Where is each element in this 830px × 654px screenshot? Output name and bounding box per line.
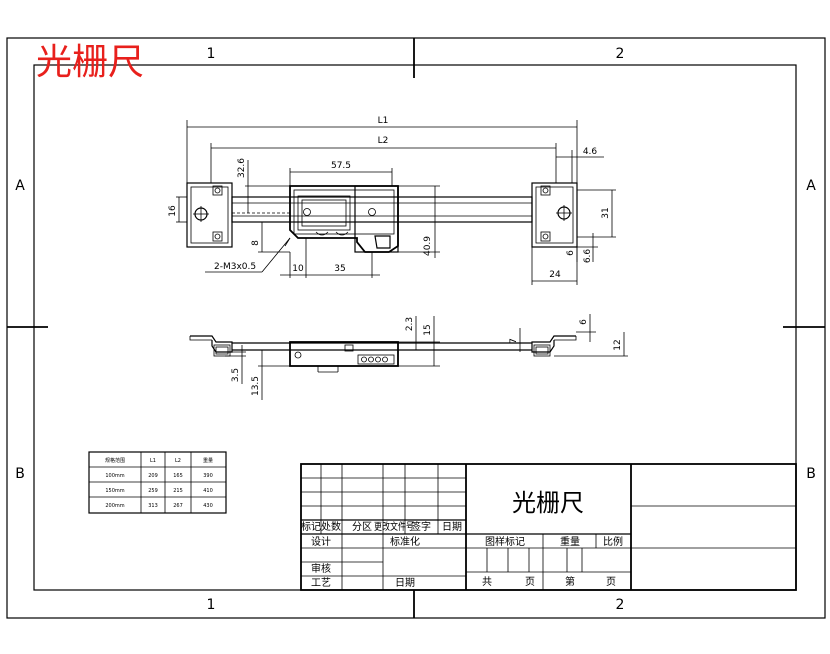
spec-cell: 259	[148, 488, 158, 494]
zone-top-2: 2	[616, 46, 625, 62]
spec-cell: 200mm	[105, 503, 124, 509]
zone-right-B: B	[806, 466, 816, 482]
label-page-unit-2: 页	[606, 576, 616, 588]
part-name: 光栅尺	[512, 489, 584, 517]
rev-header-zone: 分区	[352, 521, 372, 533]
stamp-title: 光栅尺	[36, 42, 144, 83]
spec-header-L2: L2	[175, 458, 181, 464]
dim-3-5: 3.5	[231, 368, 241, 382]
dim-35: 35	[334, 264, 345, 274]
zone-top-1: 1	[207, 46, 216, 62]
rev-header-doc: 更改文件号	[374, 520, 414, 533]
rev-header-count: 处数	[321, 520, 341, 533]
label-scale: 比例	[603, 535, 623, 548]
spec-header-L1: L1	[150, 458, 156, 464]
dim-16: 16	[168, 205, 178, 217]
spec-cell: 313	[148, 503, 158, 509]
spec-cell: 100mm	[105, 473, 124, 479]
left-end-bracket	[186, 182, 233, 248]
spec-header-weight: 重量	[203, 457, 213, 464]
zone-left-A: A	[15, 178, 25, 194]
zone-left-B: B	[15, 466, 25, 482]
spec-cell: 390	[203, 473, 213, 479]
spec-table: 规格范围 L1 L2 重量 100mm 209 165 390 150mm 25…	[88, 451, 227, 514]
label-date: 日期	[395, 577, 415, 589]
zone-bottom-1: 1	[207, 597, 216, 613]
dim-57-5: 57.5	[331, 161, 351, 171]
label-total: 共	[482, 576, 492, 588]
zone-bottom-2: 2	[616, 597, 625, 613]
dim-6-6: 6.6	[583, 249, 593, 264]
dim-L1: L1	[378, 116, 389, 126]
side-view: 2.3 15 7 6 12 3.5 13.5	[189, 314, 628, 400]
label-review: 审核	[311, 562, 331, 575]
rev-header-sign: 签字	[411, 520, 431, 533]
spec-cell: 215	[173, 488, 183, 494]
dim-6-front: 6	[566, 250, 576, 256]
dim-7: 7	[509, 338, 519, 344]
zone-right-A: A	[806, 178, 816, 194]
reading-head-side	[289, 341, 399, 367]
dim-15: 15	[423, 324, 433, 335]
rev-header-date: 日期	[442, 521, 462, 533]
spec-cell: 165	[173, 473, 183, 479]
spec-cell: 410	[203, 488, 213, 494]
dim-10: 10	[292, 264, 304, 274]
rev-header-mark: 标记	[301, 521, 321, 533]
dim-4-6: 4.6	[583, 147, 598, 157]
title-block: 光栅尺 标记 处数 分区 更改文件号 签字 日期 设计 标准化 审核 工艺 日期…	[300, 463, 797, 591]
dim-L2: L2	[378, 136, 389, 146]
dim-12: 12	[613, 339, 623, 350]
spec-cell: 430	[203, 503, 213, 509]
label-process: 工艺	[311, 577, 331, 589]
label-design: 设计	[311, 535, 331, 548]
label-weight: 重量	[560, 535, 580, 548]
right-clip	[531, 335, 576, 353]
spec-cell: 209	[148, 473, 158, 479]
label-sheet: 第	[565, 575, 575, 588]
inner-border	[33, 64, 797, 591]
outer-frame	[6, 37, 826, 619]
spec-cell: 267	[173, 503, 183, 509]
label-page-unit: 页	[525, 576, 535, 588]
dim-6-side: 6	[579, 319, 589, 325]
dim-40-9: 40.9	[423, 236, 433, 256]
spec-cell: 150mm	[105, 488, 124, 494]
dim-31: 31	[601, 207, 611, 218]
dim-8: 8	[251, 240, 261, 246]
label-stage: 图样标记	[485, 535, 525, 548]
dim-2-3: 2.3	[405, 317, 415, 331]
thread-note: 2-M3x0.5	[214, 262, 256, 272]
dim-24: 24	[549, 270, 561, 280]
label-std: 标准化	[390, 535, 420, 548]
left-clip	[190, 335, 233, 353]
spec-header-range: 规格范围	[105, 457, 125, 464]
scale-bar	[231, 196, 533, 223]
dim-32-6: 32.6	[237, 158, 247, 178]
front-view: L1 L2 57.5 32.6 4.6 16 8 40.9	[168, 116, 616, 285]
right-end-bracket	[531, 182, 578, 248]
dim-13-5: 13.5	[251, 376, 261, 396]
